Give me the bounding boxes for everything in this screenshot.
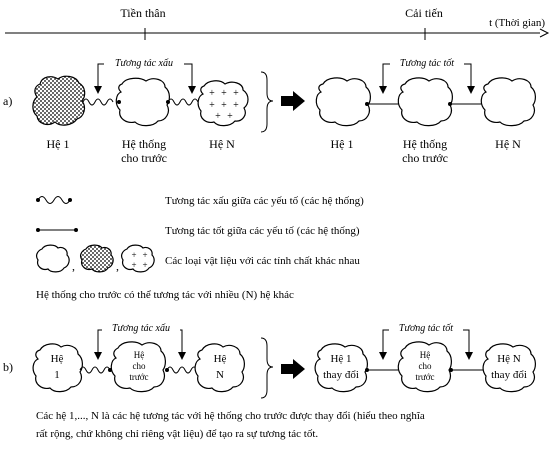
legend-materials-text: Các loại vật liệu với các tính chất khác… — [165, 255, 360, 267]
system-1-changed-blob — [314, 343, 368, 393]
good-link-node — [365, 368, 369, 372]
transform-arrow — [281, 91, 305, 111]
plus-mark: + — [209, 100, 215, 111]
note-b-line1: Các hệ 1,..., N là các hệ tương tác với … — [36, 410, 425, 422]
material-plus-blob — [197, 80, 249, 127]
label-system-n: Hệ N — [495, 137, 521, 151]
section-b-bad-group: Hệ 1 Hệ cho trước Hệ N Tương tác xấu — [32, 321, 245, 393]
label-given-system: cho — [419, 361, 432, 371]
section-b-good-group: Hệ 1 thay đổi Hệ cho trước Hệ N thay đổi… — [314, 321, 536, 393]
good-interaction-label: Tương tác tốt — [399, 323, 453, 334]
timeline-axis-label: t (Thời gian) — [489, 17, 545, 29]
bad-link-1-node — [117, 100, 121, 104]
section-a: a) + + + + + + + + Tương tác xấu Hệ 1 — [3, 56, 536, 165]
label-given-system: Hệ — [134, 350, 145, 360]
legend-separator: , — [116, 259, 119, 273]
label-given-system: cho trước — [402, 151, 448, 165]
plus-mark: + — [209, 88, 215, 99]
label-system-1-changed: Hệ 1 — [330, 353, 351, 365]
good-interaction-label: Tương tác tốt — [400, 58, 454, 69]
given-system-blob — [110, 341, 166, 393]
plus-mark: + — [221, 88, 227, 99]
system-n-blob — [480, 77, 536, 127]
legend-bad-text: Tương tác xấu giữa các yếu tố (các hệ th… — [165, 195, 364, 207]
section-a-marker: a) — [3, 94, 12, 108]
label-system-n-changed: thay đổi — [491, 369, 527, 381]
callout-label-bg — [102, 321, 180, 335]
section-a-bad-group: + + + + + + + + Tương tác xấu Hệ 1 Hệ th… — [32, 56, 249, 165]
bad-link-2 — [166, 366, 198, 374]
label-system-1: Hệ 1 — [47, 137, 70, 151]
timeline: Tiền thân Cải tiến t (Thời gian) — [5, 6, 550, 40]
label-given-system: Hệ — [420, 350, 431, 360]
callout-label-bg — [390, 56, 464, 70]
label-system-1: Hệ — [51, 353, 64, 365]
section-a-brace — [260, 71, 274, 133]
label-given-system: cho — [133, 361, 146, 371]
timeline-label-predecessor: Tiền thân — [120, 6, 165, 20]
label-system-1: Hệ 1 — [331, 137, 354, 151]
legend-node — [68, 198, 72, 202]
plus-mark: + — [131, 250, 136, 260]
system-n-changed-blob — [482, 343, 536, 393]
legend-plus-blob — [121, 244, 155, 273]
legend-node — [74, 228, 78, 232]
section-b-marker: b) — [3, 360, 13, 374]
transform-arrow — [281, 359, 305, 379]
label-system-n: Hệ — [214, 353, 227, 365]
bad-interaction-label: Tương tác xấu — [112, 323, 170, 334]
bad-link-1 — [82, 98, 114, 106]
label-given-system: trước — [129, 372, 148, 382]
system-1-blob — [32, 343, 83, 393]
plus-mark: + — [215, 111, 221, 122]
given-system-blob — [397, 341, 452, 393]
label-system-n: N — [216, 369, 224, 381]
label-given-system: Hệ thống — [122, 137, 166, 151]
plus-mark: + — [233, 88, 239, 99]
callout-label-bg — [389, 321, 463, 335]
legend-plain-blob — [36, 244, 70, 273]
legend-node — [36, 198, 40, 202]
bad-link-1 — [79, 366, 111, 374]
plus-mark: + — [221, 100, 227, 111]
given-system-blob — [115, 77, 170, 127]
legend-node — [36, 228, 40, 232]
given-system-blob — [397, 77, 453, 127]
system-1-blob — [315, 77, 371, 127]
label-system-n: Hệ N — [209, 137, 235, 151]
label-system-1-changed: thay đổi — [323, 369, 359, 381]
legend-good-text: Tương tác tốt giữa các yếu tố (các hệ th… — [165, 225, 360, 237]
timeline-arrowhead — [539, 28, 550, 38]
plus-mark: + — [142, 250, 147, 260]
section-b-brace — [260, 337, 274, 399]
plus-mark: + — [142, 260, 147, 270]
label-given-system: cho trước — [121, 151, 167, 165]
legend-bad-symbol — [37, 196, 71, 204]
label-given-system: Hệ thống — [403, 137, 447, 151]
label-given-system: trước — [415, 372, 434, 382]
note-a: Hệ thống cho trước có thể tương tác với … — [36, 289, 294, 301]
good-link-node — [448, 102, 452, 106]
label-system-1: 1 — [54, 369, 60, 381]
callout-label-bg — [104, 56, 184, 70]
bad-interaction-label: Tương tác xấu — [115, 58, 173, 69]
plus-mark: + — [131, 260, 136, 270]
plus-mark: + — [233, 100, 239, 111]
legend-separator: , — [72, 259, 75, 273]
plus-mark: + — [227, 111, 233, 122]
system-n-blob — [194, 343, 245, 393]
note-b-line2: rất rộng, chứ không chỉ riêng vật liệu) … — [36, 428, 318, 440]
section-a-good-group: Tương tác tốt Hệ 1 Hệ thống cho trước Hệ… — [315, 56, 536, 165]
good-link-node — [449, 368, 453, 372]
material-dotted-blob — [32, 75, 86, 126]
legend: Tương tác xấu giữa các yếu tố (các hệ th… — [36, 195, 364, 273]
bad-link-2 — [167, 98, 199, 106]
timeline-label-improved: Cải tiến — [405, 6, 443, 20]
label-system-n-changed: Hệ N — [497, 353, 521, 365]
section-b: b) Hệ 1 Hệ cho trước Hệ N Tương tác xấu — [3, 321, 536, 399]
good-link-node — [365, 102, 369, 106]
legend-dotted-blob — [80, 244, 114, 273]
